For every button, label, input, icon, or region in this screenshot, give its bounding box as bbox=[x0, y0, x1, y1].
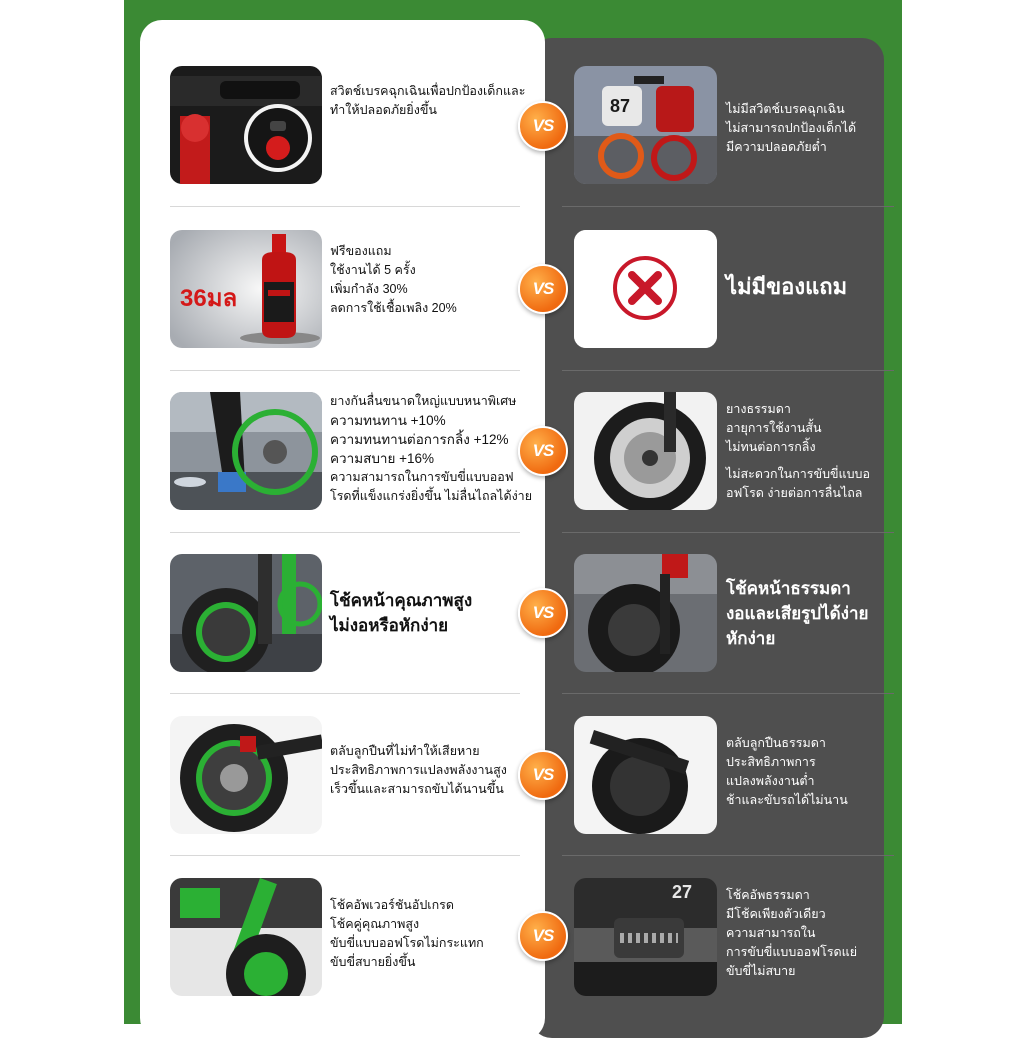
competitor-line: แปลงพลังงานต่ำ bbox=[726, 774, 815, 788]
competitor-panel bbox=[530, 38, 884, 1038]
feature-line: ขับขี่สบายยิ่งขึ้น bbox=[330, 955, 416, 969]
competitor-line: มีความปลอดภัยต่ำ bbox=[726, 140, 827, 154]
competitor-line: ไม่สะดวกในการขับขี่แบบอ bbox=[726, 467, 870, 481]
vs-badge: VS bbox=[518, 750, 568, 800]
feature-line: ยางกันลื่นขนาดใหญ่แบบหนาพิเศษ bbox=[330, 394, 517, 408]
feature-line: สวิตช์เบรคฉุกเฉินเพื่อปกป้องเด็กและ bbox=[330, 84, 526, 98]
quality-front-fork-photo bbox=[170, 554, 322, 672]
vs-badge: VS bbox=[518, 426, 568, 476]
feature-line: ความทนทาน +10% bbox=[330, 413, 446, 428]
feature-line: ขับขี่แบบออฟโรดไม่กระแทก bbox=[330, 936, 484, 950]
feature-line: ความทนทานต่อการกลิ้ง +12% bbox=[330, 432, 509, 447]
feature-line: ความสามารถในการขับขี่แบบออฟ bbox=[330, 470, 514, 484]
divider bbox=[562, 206, 894, 207]
ordinary-bearing-wheel-photo bbox=[574, 716, 717, 834]
feature-line: ตลับลูกปืนที่ไม่ทำให้เสียหาย bbox=[330, 744, 480, 758]
fuel-additive-bottle-photo: 36มล bbox=[170, 230, 322, 348]
product-panel bbox=[140, 20, 545, 1040]
feature-line: โช้คคู่คุณภาพสูง bbox=[330, 917, 420, 931]
competitor-line: ยางธรรมดา bbox=[726, 402, 791, 416]
competitor-text-fork: โช้คหน้าธรรมดา งอและเสียรูปได้ง่าย หักง่… bbox=[726, 576, 876, 651]
competitor-line: ไม่มีของแถม bbox=[726, 274, 848, 299]
feature-line: เร็วขึ้นและสามารถขับได้นานขึ้น bbox=[330, 782, 504, 796]
divider bbox=[562, 855, 894, 856]
divider bbox=[562, 693, 894, 694]
feature-line: ความสบาย +16% bbox=[330, 451, 435, 466]
single-shock-photo: 27 bbox=[574, 878, 717, 996]
feature-line: โรดที่แข็งแกร่งยิ่งขึ้น ไม่ลื่นไถลได้ง่า… bbox=[330, 489, 533, 503]
competitor-text-tire: ยางธรรมดา อายุการใช้งานสั้น ไม่ทนต่อการก… bbox=[726, 400, 876, 503]
feature-line: ลดการใช้เชื้อเพลิง 20% bbox=[330, 301, 457, 315]
vs-badge: VS bbox=[518, 101, 568, 151]
upgraded-shock-photo bbox=[170, 878, 322, 996]
feature-line: โช้คหน้าคุณภาพสูง bbox=[330, 591, 473, 610]
vs-badge: VS bbox=[518, 588, 568, 638]
competitor-text-bearing: ตลับลูกปืนธรรมดา ประสิทธิภาพการ แปลงพลัง… bbox=[726, 734, 876, 810]
svg-text:27: 27 bbox=[672, 882, 692, 902]
competitor-dirt-bikes-photo: 87 bbox=[574, 66, 717, 184]
divider bbox=[170, 693, 520, 694]
feature-line: โช้คอัพเวอร์ชันอัปเกรด bbox=[330, 898, 454, 912]
competitor-line: งอและเสียรูปได้ง่าย bbox=[726, 604, 869, 623]
competitor-line: ความสามารถใน bbox=[726, 926, 816, 940]
divider bbox=[562, 370, 894, 371]
feature-text-gift: ฟรีของแถม ใช้งานได้ 5 ครั้ง เพิ่มกำลัง 3… bbox=[330, 242, 535, 318]
feature-line: ไม่งอหรือหักง่าย bbox=[330, 616, 449, 635]
competitor-line: ขับขี่ไม่สบาย bbox=[726, 964, 796, 978]
competitor-line: หักง่าย bbox=[726, 629, 776, 648]
competitor-line: ประสิทธิภาพการ bbox=[726, 755, 816, 769]
ordinary-front-fork-photo bbox=[574, 554, 717, 672]
feature-line: เพิ่มกำลัง 30% bbox=[330, 282, 408, 296]
quality-bearing-wheel-photo bbox=[170, 716, 322, 834]
competitor-text-gift: ไม่มีของแถม bbox=[726, 272, 876, 302]
competitor-line: โช้คอัพธรรมดา bbox=[726, 888, 810, 902]
thick-tire-photo bbox=[170, 392, 322, 510]
divider bbox=[170, 532, 520, 533]
divider bbox=[170, 206, 520, 207]
competitor-text-brake: ไม่มีสวิตช์เบรคฉุกเฉิน ไม่สามารถปกป้องเด… bbox=[726, 100, 876, 157]
competitor-line: ไม่สามารถปกป้องเด็กได้ bbox=[726, 121, 857, 135]
feature-text-fork: โช้คหน้าคุณภาพสูง ไม่งอหรือหักง่าย bbox=[330, 588, 535, 638]
divider bbox=[562, 532, 894, 533]
brake-switch-photo bbox=[170, 66, 322, 184]
competitor-line: ตลับลูกปืนธรรมดา bbox=[726, 736, 826, 750]
competitor-line: ช้าและขับรถได้ไม่นาน bbox=[726, 793, 848, 807]
bottle-volume-label: 36มล bbox=[180, 285, 238, 312]
feature-text-shock: โช้คอัพเวอร์ชันอัปเกรด โช้คคู่คุณภาพสูง … bbox=[330, 896, 535, 972]
competitor-line: อายุการใช้งานสั้น bbox=[726, 421, 822, 435]
ordinary-tire-photo bbox=[574, 392, 717, 510]
competitor-line: อฟโรด ง่ายต่อการลื่นไถล bbox=[726, 486, 863, 500]
competitor-line: โช้คหน้าธรรมดา bbox=[726, 579, 851, 598]
vs-badge: VS bbox=[518, 911, 568, 961]
feature-line: ทำให้ปลอดภัยยิ่งขึ้น bbox=[330, 103, 437, 117]
competitor-line: ไม่ทนต่อการกลิ้ง bbox=[726, 440, 816, 454]
divider bbox=[170, 370, 520, 371]
competitor-line: การขับขี่แบบออฟโรดแย่ bbox=[726, 945, 858, 959]
feature-line: ประสิทธิภาพการแปลงพลังงานสูง bbox=[330, 763, 507, 777]
no-gift-x-icon bbox=[574, 230, 717, 348]
feature-text-tire: ยางกันลื่นขนาดใหญ่แบบหนาพิเศษ ความทนทาน … bbox=[330, 392, 535, 506]
svg-text:87: 87 bbox=[610, 96, 630, 116]
divider bbox=[170, 855, 520, 856]
feature-line: ฟรีของแถม bbox=[330, 244, 392, 258]
competitor-text-shock: โช้คอัพธรรมดา มีโช้คเพียงตัวเดียว ความสา… bbox=[726, 886, 876, 981]
feature-text-bearing: ตลับลูกปืนที่ไม่ทำให้เสียหาย ประสิทธิภาพ… bbox=[330, 742, 535, 799]
feature-line: ใช้งานได้ 5 ครั้ง bbox=[330, 263, 416, 277]
feature-text-brake: สวิตช์เบรคฉุกเฉินเพื่อปกป้องเด็กและ ทำให… bbox=[330, 82, 535, 120]
vs-badge: VS bbox=[518, 264, 568, 314]
competitor-line: ไม่มีสวิตช์เบรคฉุกเฉิน bbox=[726, 102, 845, 116]
competitor-line: มีโช้คเพียงตัวเดียว bbox=[726, 907, 826, 921]
